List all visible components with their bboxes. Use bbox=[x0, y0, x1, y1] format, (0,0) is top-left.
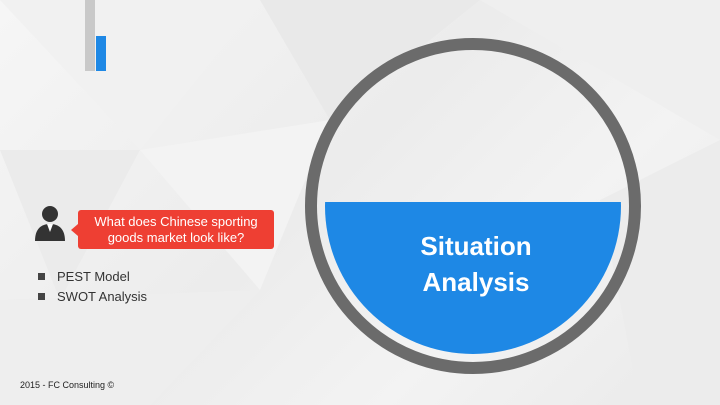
person-icon bbox=[35, 206, 65, 241]
question-speech-bubble: What does Chinese sporting goods market … bbox=[71, 210, 274, 249]
bullet-text: PEST Model bbox=[57, 268, 130, 284]
accent-bar-blue bbox=[96, 36, 106, 71]
bullet-square-icon bbox=[38, 292, 45, 300]
outer-ring bbox=[305, 38, 641, 374]
question-line-1: What does Chinese sporting bbox=[94, 213, 258, 229]
bullet-square-icon bbox=[38, 272, 45, 280]
section-title: Situation Analysis bbox=[376, 228, 576, 300]
section-title-line-1: Situation bbox=[420, 231, 532, 261]
list-item: PEST Model bbox=[38, 266, 147, 286]
list-item: SWOT Analysis bbox=[38, 286, 147, 306]
footer-copyright: 2015 - FC Consulting © bbox=[20, 380, 115, 390]
accent-bar-gray bbox=[85, 0, 95, 71]
section-title-line-2: Analysis bbox=[422, 267, 530, 297]
situation-circle-graphic bbox=[305, 38, 641, 374]
bullet-text: SWOT Analysis bbox=[57, 288, 148, 304]
question-line-2: goods market look like? bbox=[107, 229, 245, 245]
bullet-list: PEST Model SWOT Analysis bbox=[38, 266, 147, 306]
